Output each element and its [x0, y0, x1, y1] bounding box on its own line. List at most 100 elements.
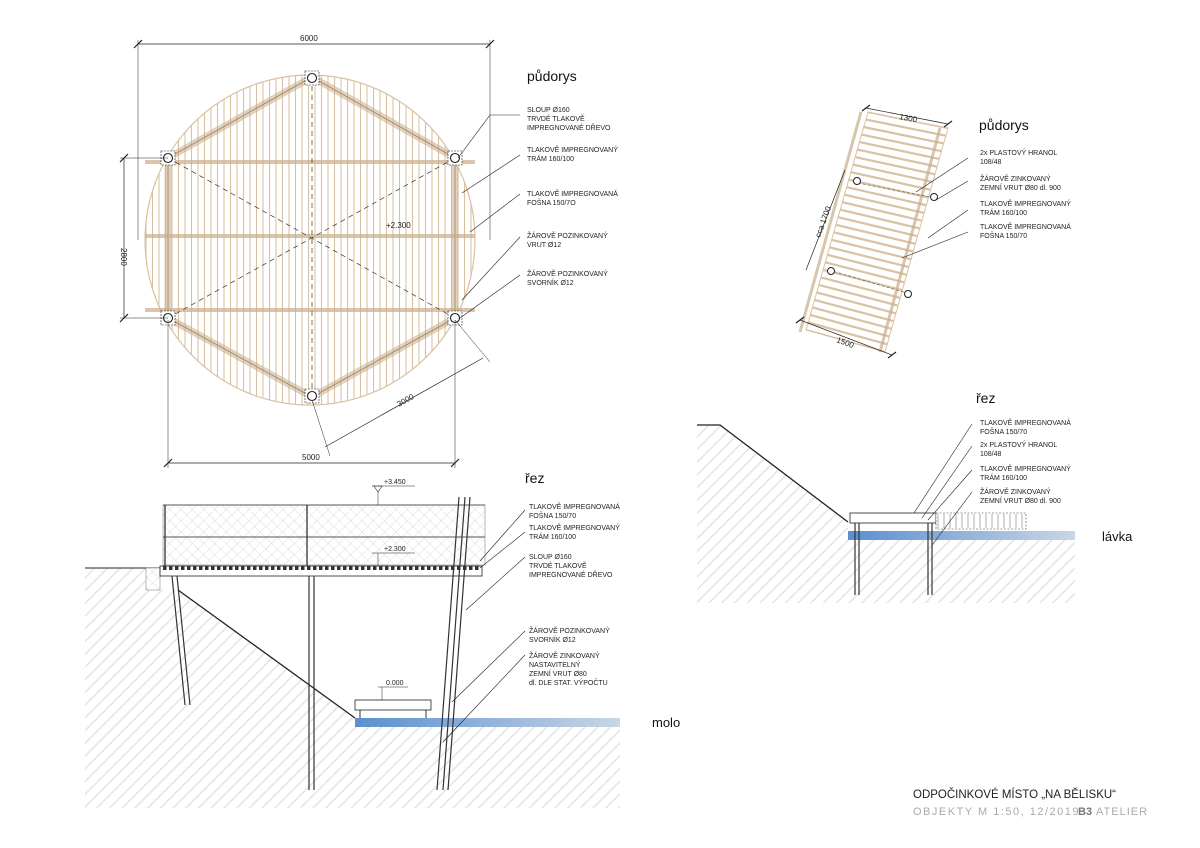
pier-section-level-zero: 0.000: [386, 680, 404, 687]
post: [306, 390, 318, 402]
deck-board: [457, 566, 461, 570]
deck-board: [301, 566, 305, 570]
deck-board: [169, 566, 173, 570]
pier-plan-label-10: ŽÁROVĚ POZINKOVANÝ: [527, 269, 608, 278]
bridge-plank: [816, 291, 897, 315]
deck-board: [379, 566, 383, 570]
pier-plan-dim-diag: 3000: [396, 392, 416, 409]
deck-board: [373, 566, 377, 570]
post: [306, 72, 318, 84]
pier-section-label-11: NASTAVITELNÝ: [529, 660, 581, 669]
pier-section-labels: TLAKOVĚ IMPREGNOVANÁ FOŠNA 150/70 TLAKOV…: [529, 502, 620, 687]
deck-board: [253, 566, 257, 570]
bridge-plank: [827, 253, 907, 276]
bridge-plank: [829, 246, 910, 269]
bridge-plank: [861, 133, 942, 153]
pier-plan-label-3: IMPREGNOVANÉ DŘEVO: [527, 123, 611, 132]
bridge-plan: [795, 104, 969, 359]
pier-plan-label-5: TRÁM 160/100: [527, 154, 574, 163]
title-block: ODPOČINKOVÉ MÍSTO „NA BĚLISKU“ OBJEKTY M…: [913, 788, 1147, 818]
deck-board: [421, 566, 425, 570]
bridge-plank: [848, 178, 929, 199]
deck-board: [289, 566, 293, 570]
deck-board: [211, 566, 215, 570]
deck-board: [313, 566, 317, 570]
bridge-section-label-3: 2x PLASTOVÝ HRANOL: [980, 440, 1057, 449]
pier-plan-labels: SLOUP Ø160 TRVDÉ TLAKOVĚ IMPREGNOVANÉ DŘ…: [527, 107, 618, 287]
deck-board: [277, 566, 281, 570]
deck-board: [223, 566, 227, 570]
deck-board: [469, 566, 473, 570]
bridge-plank: [852, 163, 934, 184]
bridge-plan-label-5: TLAKOVĚ IMPREGNOVANÝ: [980, 199, 1071, 208]
pier-plan-label-8: ŽÁROVĚ POZINKOVANÝ: [527, 231, 608, 240]
bridge-plank: [820, 276, 901, 299]
pier-section-label-9: SVORNÍK Ø12: [529, 635, 576, 644]
deck-board: [229, 566, 233, 570]
pier-water-label: molo: [652, 715, 680, 730]
bridge-section-label-4: 108/48: [980, 451, 1002, 458]
deck-board: [259, 566, 263, 570]
pier-section-label-1: TLAKOVĚ IMPREGNOVANÁ: [529, 502, 620, 511]
bridge-plank: [865, 118, 947, 137]
pier-plan-label-2: TRVDÉ TLAKOVĚ: [527, 114, 585, 123]
deck-board: [265, 566, 269, 570]
bridge-section-label-1: TLAKOVĚ IMPREGNOVANÁ: [980, 418, 1071, 427]
deck-board: [247, 566, 251, 570]
deck-board: [349, 566, 353, 570]
bridge-plank: [818, 283, 899, 307]
bridge-plan-label-4: ZEMNÍ VRUT Ø80 dl. 900: [980, 183, 1061, 192]
pier-section-label-6: TRVDÉ TLAKOVĚ: [529, 561, 587, 570]
pier-plan-label-4: TLAKOVĚ IMPREGNOVANÝ: [527, 145, 618, 154]
pier-section-level-deck: +2.300: [384, 546, 406, 553]
deck-board: [181, 566, 185, 570]
bridge-plank: [814, 298, 894, 323]
pier-plan: [119, 39, 521, 468]
pier-plan-dim-left: 2800: [119, 248, 128, 266]
bridge-plank: [835, 223, 916, 245]
bridge-plank: [809, 313, 890, 338]
bridge-plank: [863, 125, 944, 145]
bridge-plank: [854, 156, 936, 176]
deck-board: [235, 566, 239, 570]
pier-plan-label-1: SLOUP Ø160: [527, 107, 570, 114]
deck-board: [397, 566, 401, 570]
bridge-plank: [844, 193, 925, 215]
deck-board: [337, 566, 341, 570]
deck-board: [427, 566, 431, 570]
bridge-plank: [833, 231, 914, 253]
bridge-section-label-2: FOŠNA 150/70: [980, 427, 1027, 436]
deck-board: [241, 566, 245, 570]
deck-board: [283, 566, 287, 570]
pier-plan-heading: půdorys: [527, 68, 577, 84]
deck-board: [415, 566, 419, 570]
bridge-plank: [857, 148, 938, 168]
deck-board: [355, 566, 359, 570]
bridge-section-labels: TLAKOVĚ IMPREGNOVANÁ FOŠNA 150/70 2x PLA…: [980, 418, 1071, 505]
deck-board: [433, 566, 437, 570]
bridge-plank: [837, 216, 918, 238]
bridge-plan-label-2: 108/48: [980, 159, 1002, 166]
pier-section-label-5: SLOUP Ø160: [529, 554, 572, 561]
pier-section-label-10: ŽÁROVĚ ZINKOVANÝ: [529, 651, 600, 660]
deck-board: [325, 566, 329, 570]
bridge-plank: [831, 238, 912, 261]
pier-section-label-7: IMPREGNOVANÉ DŘEVO: [529, 570, 613, 579]
pier-section-label-3: TLAKOVĚ IMPREGNOVANÝ: [529, 523, 620, 532]
bridge-plan-label-8: FOŠNA 150/70: [980, 231, 1027, 240]
deck-board: [475, 566, 479, 570]
deck-board: [361, 566, 365, 570]
deck-board: [403, 566, 407, 570]
bridge-section-label-6: TRÁM 160/100: [980, 473, 1027, 482]
deck-board: [163, 566, 167, 570]
deck-board: [367, 566, 371, 570]
pier-section-level-top: +3.450: [384, 479, 406, 486]
post: [449, 152, 461, 164]
deck-board: [391, 566, 395, 570]
bridge-water-label: lávka: [1102, 529, 1133, 544]
bridge-section-heading: řez: [976, 390, 995, 406]
bridge-plan-label-3: ŽÁROVĚ ZINKOVANÝ: [980, 174, 1051, 183]
pier-section-label-12: ZEMNÍ VRUT Ø80: [529, 669, 587, 678]
bridge-plan-label-1: 2x PLASTOVÝ HRANOL: [980, 148, 1057, 157]
